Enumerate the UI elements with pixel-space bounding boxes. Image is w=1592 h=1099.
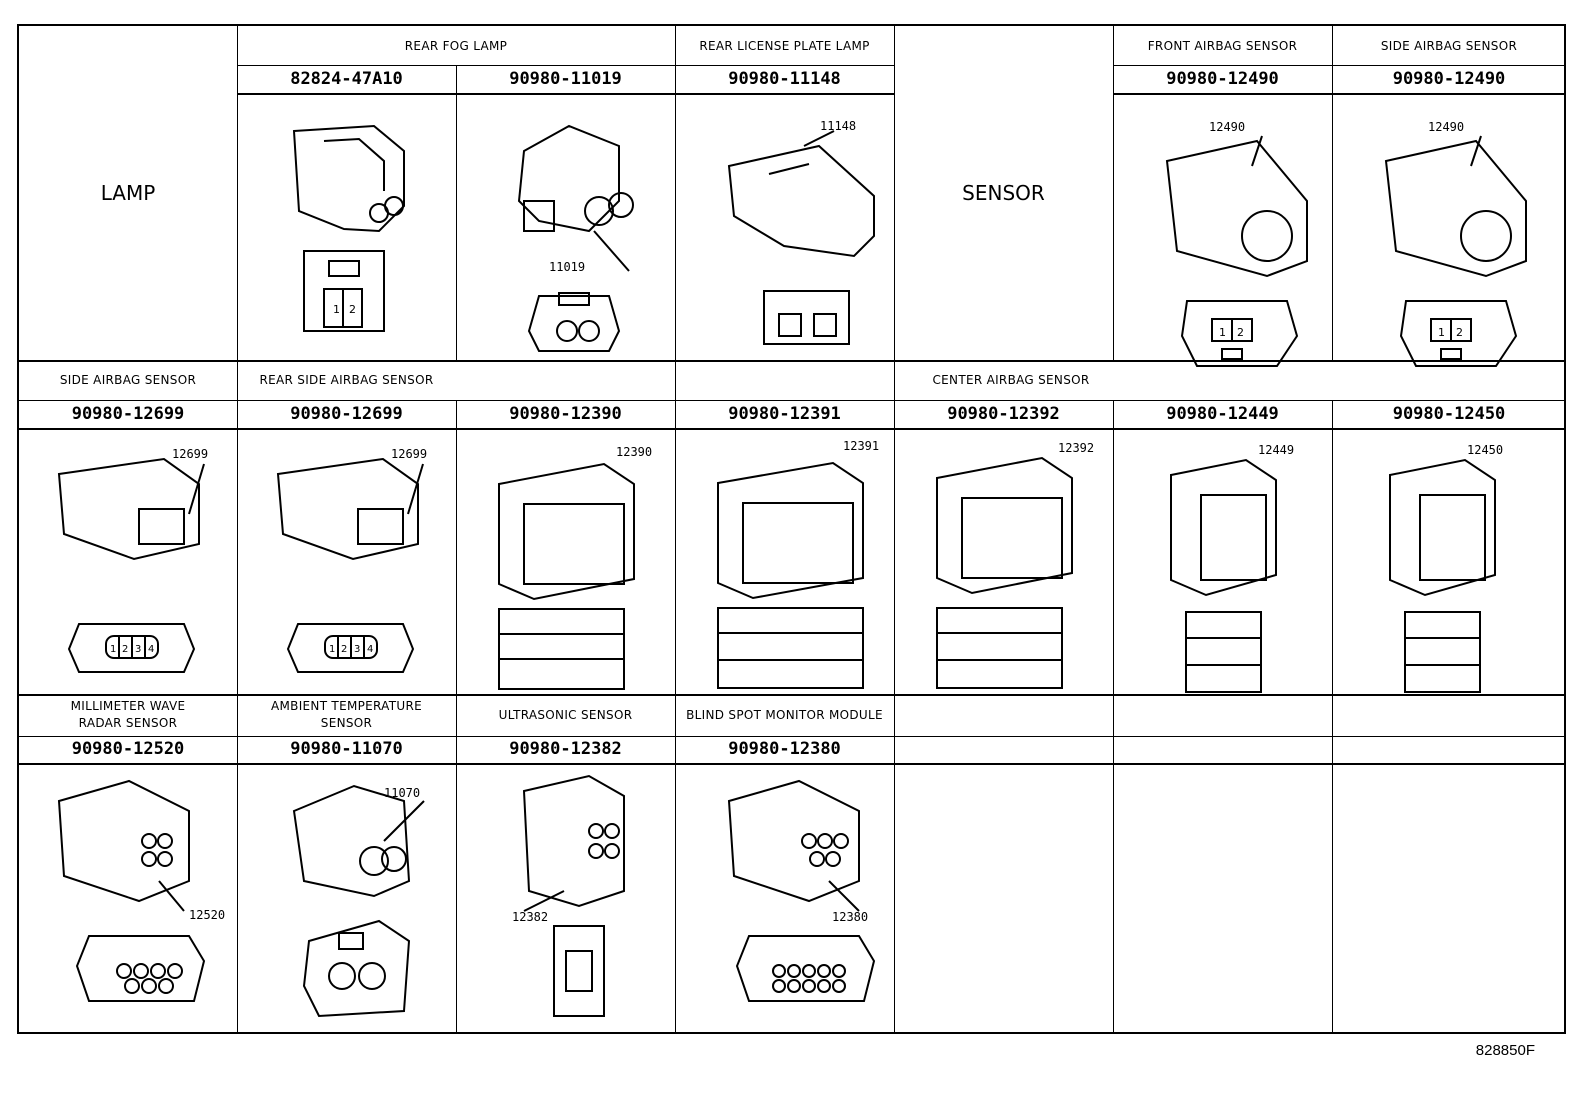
- pin-label: 1: [110, 644, 116, 655]
- callout-12490-side: 12490: [1428, 120, 1464, 134]
- pin-label: 2: [1237, 326, 1244, 339]
- col-divider: [1113, 26, 1114, 362]
- connector-drawing-11148: 11148: [727, 119, 875, 345]
- connector-chart: LAMP SENSOR REAR FOG LAMP REAR LICENSE P…: [17, 24, 1566, 1034]
- header-rear-side-airbag-sensor: REAR SIDE AIRBAG SENSOR: [259, 373, 434, 387]
- callout-12450: 12450: [1467, 443, 1503, 457]
- row-divider: [1113, 93, 1566, 95]
- callout-12391: 12391: [843, 439, 879, 453]
- part-number: 90980-11070: [290, 739, 403, 759]
- connector-drawing-11070: 11070: [292, 784, 425, 1018]
- part-number: 90980-12490: [1166, 69, 1279, 89]
- part-number: 90980-12380: [728, 739, 841, 759]
- part-number: 90980-12699: [290, 404, 403, 424]
- part-number: 90980-12450: [1392, 404, 1506, 424]
- connector-drawing-12520: 12520: [57, 779, 225, 1002]
- row-divider: [19, 736, 1566, 737]
- callout-12449: 12449: [1258, 443, 1294, 457]
- lamp-label: LAMP: [100, 181, 156, 205]
- row-divider: [237, 65, 894, 66]
- callout-11070: 11070: [384, 786, 420, 800]
- connector-drawing-12380: 12380: [727, 779, 876, 1002]
- pin-label: 2: [122, 644, 128, 655]
- connector-drawing-12490-side: 12490 1 2: [1384, 120, 1527, 367]
- part-number: 90980-12449: [1166, 404, 1279, 424]
- pin-label: 1: [333, 303, 340, 316]
- pin-label: 2: [341, 644, 347, 655]
- part-number: 82824-47A10: [290, 69, 403, 89]
- header-side-airbag-sensor: SIDE AIRBAG SENSOR: [1380, 39, 1518, 53]
- part-number: 90980-12391: [728, 404, 841, 424]
- row-divider: [237, 93, 894, 95]
- connector-drawing-12699-rear: 12699 1 2 3 4: [276, 447, 427, 673]
- part-number: 90980-12490: [1392, 69, 1506, 89]
- callout-11019: 11019: [549, 260, 585, 274]
- pin-label: 1: [1219, 326, 1226, 339]
- col-divider: [456, 66, 457, 362]
- header-millimeter-wave-line1: MILLIMETER WAVE: [70, 699, 186, 713]
- header-ambient-temp-line2: SENSOR: [320, 716, 373, 730]
- pin-label: 2: [349, 303, 356, 316]
- callout-11148: 11148: [820, 119, 856, 133]
- connector-drawing-12382: 12382: [512, 774, 625, 1017]
- callout-12380: 12380: [832, 910, 868, 924]
- sensor-label: SENSOR: [962, 181, 1045, 205]
- connector-drawing-12392: 12392: [936, 441, 1094, 689]
- pin-label: 3: [354, 644, 360, 655]
- callout-12699-rear: 12699: [391, 447, 427, 461]
- col-divider: [237, 26, 238, 1032]
- header-ambient-temp-line1: AMBIENT TEMPERATURE: [271, 699, 422, 713]
- connector-drawing-12390: 12390: [498, 445, 652, 690]
- part-number: 90980-12390: [509, 404, 622, 424]
- header-millimeter-wave-line2: RADAR SENSOR: [78, 716, 178, 730]
- connector-drawing-12699-side: 12699 1 2 3 4: [57, 447, 208, 673]
- header-ultrasonic-sensor: ULTRASONIC SENSOR: [498, 708, 633, 722]
- part-number: 90980-11019: [509, 69, 622, 89]
- header-front-airbag-sensor: FRONT AIRBAG SENSOR: [1147, 39, 1298, 53]
- pin-label: 1: [329, 644, 335, 655]
- pin-label: 4: [148, 644, 154, 655]
- connector-drawing-12490-front: 12490 1 2: [1165, 120, 1308, 367]
- col-divider: [1113, 400, 1114, 1032]
- pin-label: 3: [135, 644, 141, 655]
- header-blind-spot-monitor: BLIND SPOT MONITOR MODULE: [686, 708, 883, 722]
- col-divider: [1332, 26, 1333, 362]
- connector-drawing-12450: 12450: [1389, 443, 1503, 693]
- connector-drawing-12391: 12391: [717, 439, 879, 689]
- pin-label: 2: [1456, 326, 1463, 339]
- connector-drawing-11019: 11019: [517, 124, 634, 352]
- callout-12382: 12382: [512, 910, 548, 924]
- connector-drawing-12449: 12449: [1170, 443, 1294, 693]
- row-divider: [1113, 65, 1566, 66]
- col-divider: [894, 26, 895, 1032]
- pin-label: 4: [367, 644, 373, 655]
- row-divider: [19, 400, 1566, 401]
- header-rear-license-plate-lamp: REAR LICENSE PLATE LAMP: [699, 39, 870, 53]
- part-number: 90980-12520: [71, 739, 185, 759]
- row-divider: [19, 694, 1566, 696]
- callout-12699: 12699: [172, 447, 208, 461]
- pin-label: 1: [1438, 326, 1445, 339]
- row-divider: [19, 360, 1566, 362]
- header-side-airbag-sensor-2: SIDE AIRBAG SENSOR: [59, 373, 197, 387]
- callout-12490: 12490: [1209, 120, 1245, 134]
- part-number: 90980-12382: [509, 739, 622, 759]
- callout-12390: 12390: [616, 445, 652, 459]
- part-number: 90980-11148: [728, 69, 841, 89]
- part-number: 90980-12392: [947, 404, 1060, 424]
- figure-code: 828850F: [1475, 1042, 1535, 1059]
- callout-12392: 12392: [1058, 441, 1094, 455]
- header-rear-fog-lamp: REAR FOG LAMP: [404, 39, 508, 53]
- row-divider: [19, 763, 1566, 765]
- connector-drawing-47a10: 1 2: [292, 124, 405, 332]
- callout-12520: 12520: [189, 908, 225, 922]
- header-center-airbag-sensor: CENTER AIRBAG SENSOR: [932, 373, 1090, 387]
- row-divider: [19, 428, 1566, 430]
- part-number: 90980-12699: [71, 404, 185, 424]
- col-divider: [456, 400, 457, 1032]
- col-divider: [675, 26, 676, 1032]
- col-divider: [1332, 400, 1333, 1032]
